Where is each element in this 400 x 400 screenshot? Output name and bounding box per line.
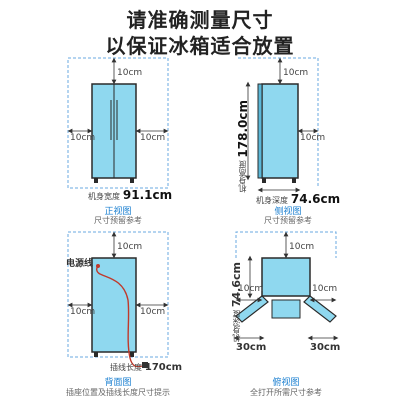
top-drawer [271, 299, 301, 319]
side-height-label: 机身高度 [238, 160, 247, 193]
heading-line-1: 请准确测量尺寸 [126, 8, 274, 32]
top-view [233, 231, 339, 341]
side-view-title: 侧视图 [274, 207, 302, 217]
side-gap-right-label: 10cm [300, 133, 326, 143]
cord-length-value: 170cm [144, 362, 183, 373]
heading-line-2: 以保证冰箱适合放置 [105, 34, 295, 58]
top-depth: 机身深度 74.6cm [230, 262, 243, 342]
front-view [67, 57, 169, 189]
front-gap-left-label: 10cm [70, 133, 96, 143]
top-right-door [303, 295, 337, 323]
front-width-value: 91.1cm [122, 188, 173, 202]
back-gap-left-label: 10cm [70, 307, 96, 317]
cord-length-label: 插线长度 [110, 363, 142, 372]
front-width-label: 机身宽度 [88, 192, 120, 201]
back-view-note: 插座位置及插线长度尺寸提示 [66, 388, 170, 397]
side-fridge-door [257, 83, 263, 179]
side-height: 机身高度 178.0cm [236, 100, 250, 192]
back-view-title: 背面图 [104, 378, 132, 388]
front-width: 机身宽度 91.1cm [88, 188, 172, 202]
back-foot-right [130, 352, 134, 357]
power-cord-label: 电源线 [66, 259, 94, 269]
side-view [238, 57, 319, 193]
side-gap-top-label: 10cm [283, 68, 309, 78]
side-fridge-body [261, 83, 299, 179]
side-height-value: 178.0cm [236, 100, 250, 158]
top-gap-left-label: 10cm [238, 284, 264, 294]
side-dashed-space [238, 57, 319, 188]
front-view-note: 尺寸预留参考 [94, 216, 142, 225]
front-foot-right [130, 178, 134, 183]
back-dashed-space [67, 231, 169, 358]
side-depth: 机身深度 74.6cm [256, 192, 340, 206]
top-gap-top-label: 10cm [289, 242, 315, 252]
top-left-door [235, 295, 269, 323]
power-cord [95, 265, 143, 368]
cord-length: 插线长度 170cm [110, 362, 182, 373]
top-depth-label: 机身深度 [232, 310, 241, 342]
back-foot-left [94, 352, 98, 357]
side-depth-value: 74.6cm [290, 192, 341, 206]
front-foot-left [94, 178, 98, 183]
side-view-note: 尺寸预留参考 [264, 216, 312, 225]
back-fridge-body [91, 257, 137, 353]
front-dashed-space [67, 57, 169, 189]
top-door-left-label: 30cm [236, 342, 267, 353]
front-view-title: 正视图 [104, 207, 132, 217]
top-gap-right-label: 10cm [312, 284, 338, 294]
side-depth-label: 机身深度 [256, 196, 288, 205]
back-gap-top-label: 10cm [117, 242, 143, 252]
plug-icon [142, 362, 148, 368]
power-cord-origin [96, 264, 100, 268]
front-gap-top-label: 10cm [117, 68, 143, 78]
top-door-right-label: 30cm [310, 342, 341, 353]
top-view-note: 全打开所需尺寸参考 [250, 388, 322, 397]
top-fridge-body [261, 257, 311, 297]
front-gap-right-label: 10cm [140, 133, 166, 143]
top-view-title: 俯视图 [272, 378, 300, 388]
back-gap-right-label: 10cm [140, 307, 166, 317]
side-foot-front [262, 178, 266, 183]
back-view [67, 231, 169, 368]
top-depth-value: 74.6cm [230, 262, 243, 308]
side-foot-back [292, 178, 296, 183]
